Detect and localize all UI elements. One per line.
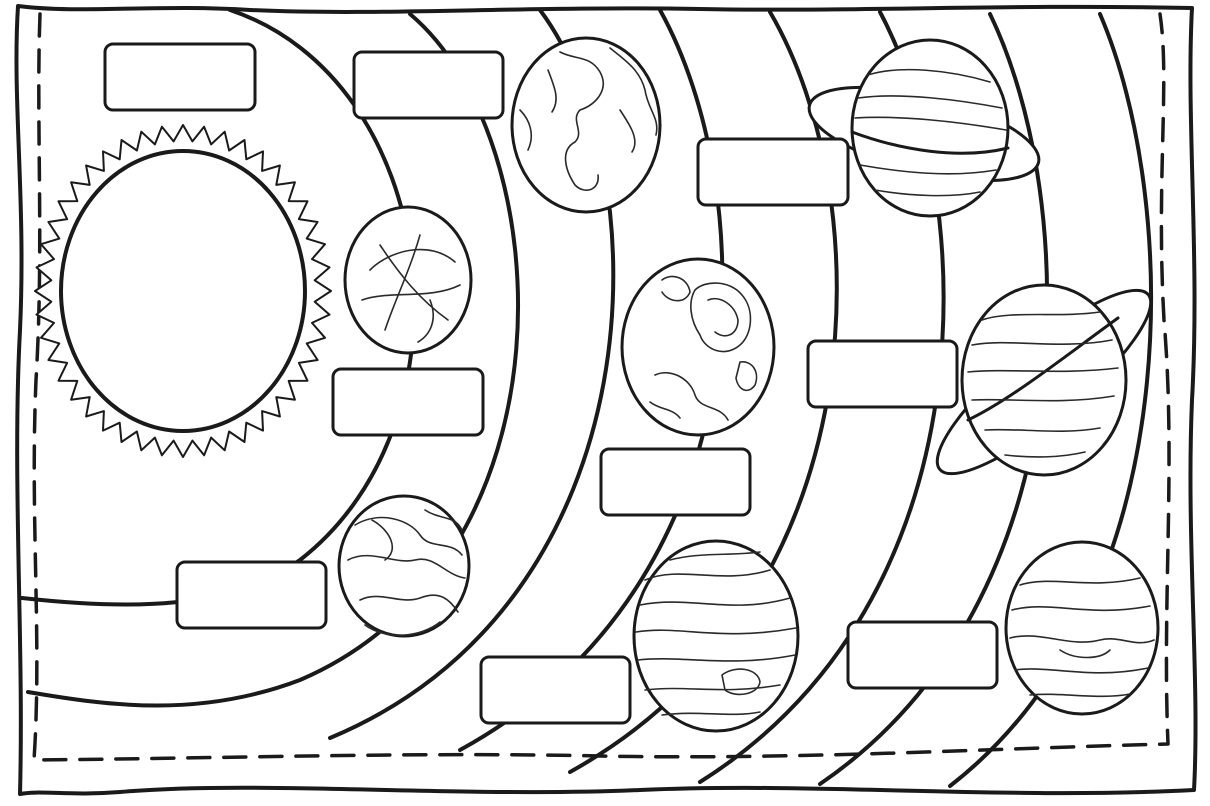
label-box-venus[interactable] (333, 369, 483, 435)
label-box-earth[interactable] (177, 562, 326, 628)
label-box-saturn[interactable] (481, 657, 630, 723)
sun (35, 125, 331, 457)
jupiter (634, 541, 798, 731)
label-box-neptune[interactable] (848, 622, 997, 688)
sun-disc (61, 151, 305, 431)
label-box-uranus[interactable] (808, 341, 957, 407)
mars (622, 259, 774, 435)
neptune (1006, 542, 1158, 714)
label-box-jupiter[interactable] (601, 449, 750, 515)
earth (512, 38, 660, 212)
label-box-mars[interactable] (698, 139, 848, 205)
label-box-sun[interactable] (105, 44, 255, 110)
label-box-mercury[interactable] (354, 52, 503, 118)
mercury (345, 207, 471, 353)
venus (339, 496, 469, 636)
